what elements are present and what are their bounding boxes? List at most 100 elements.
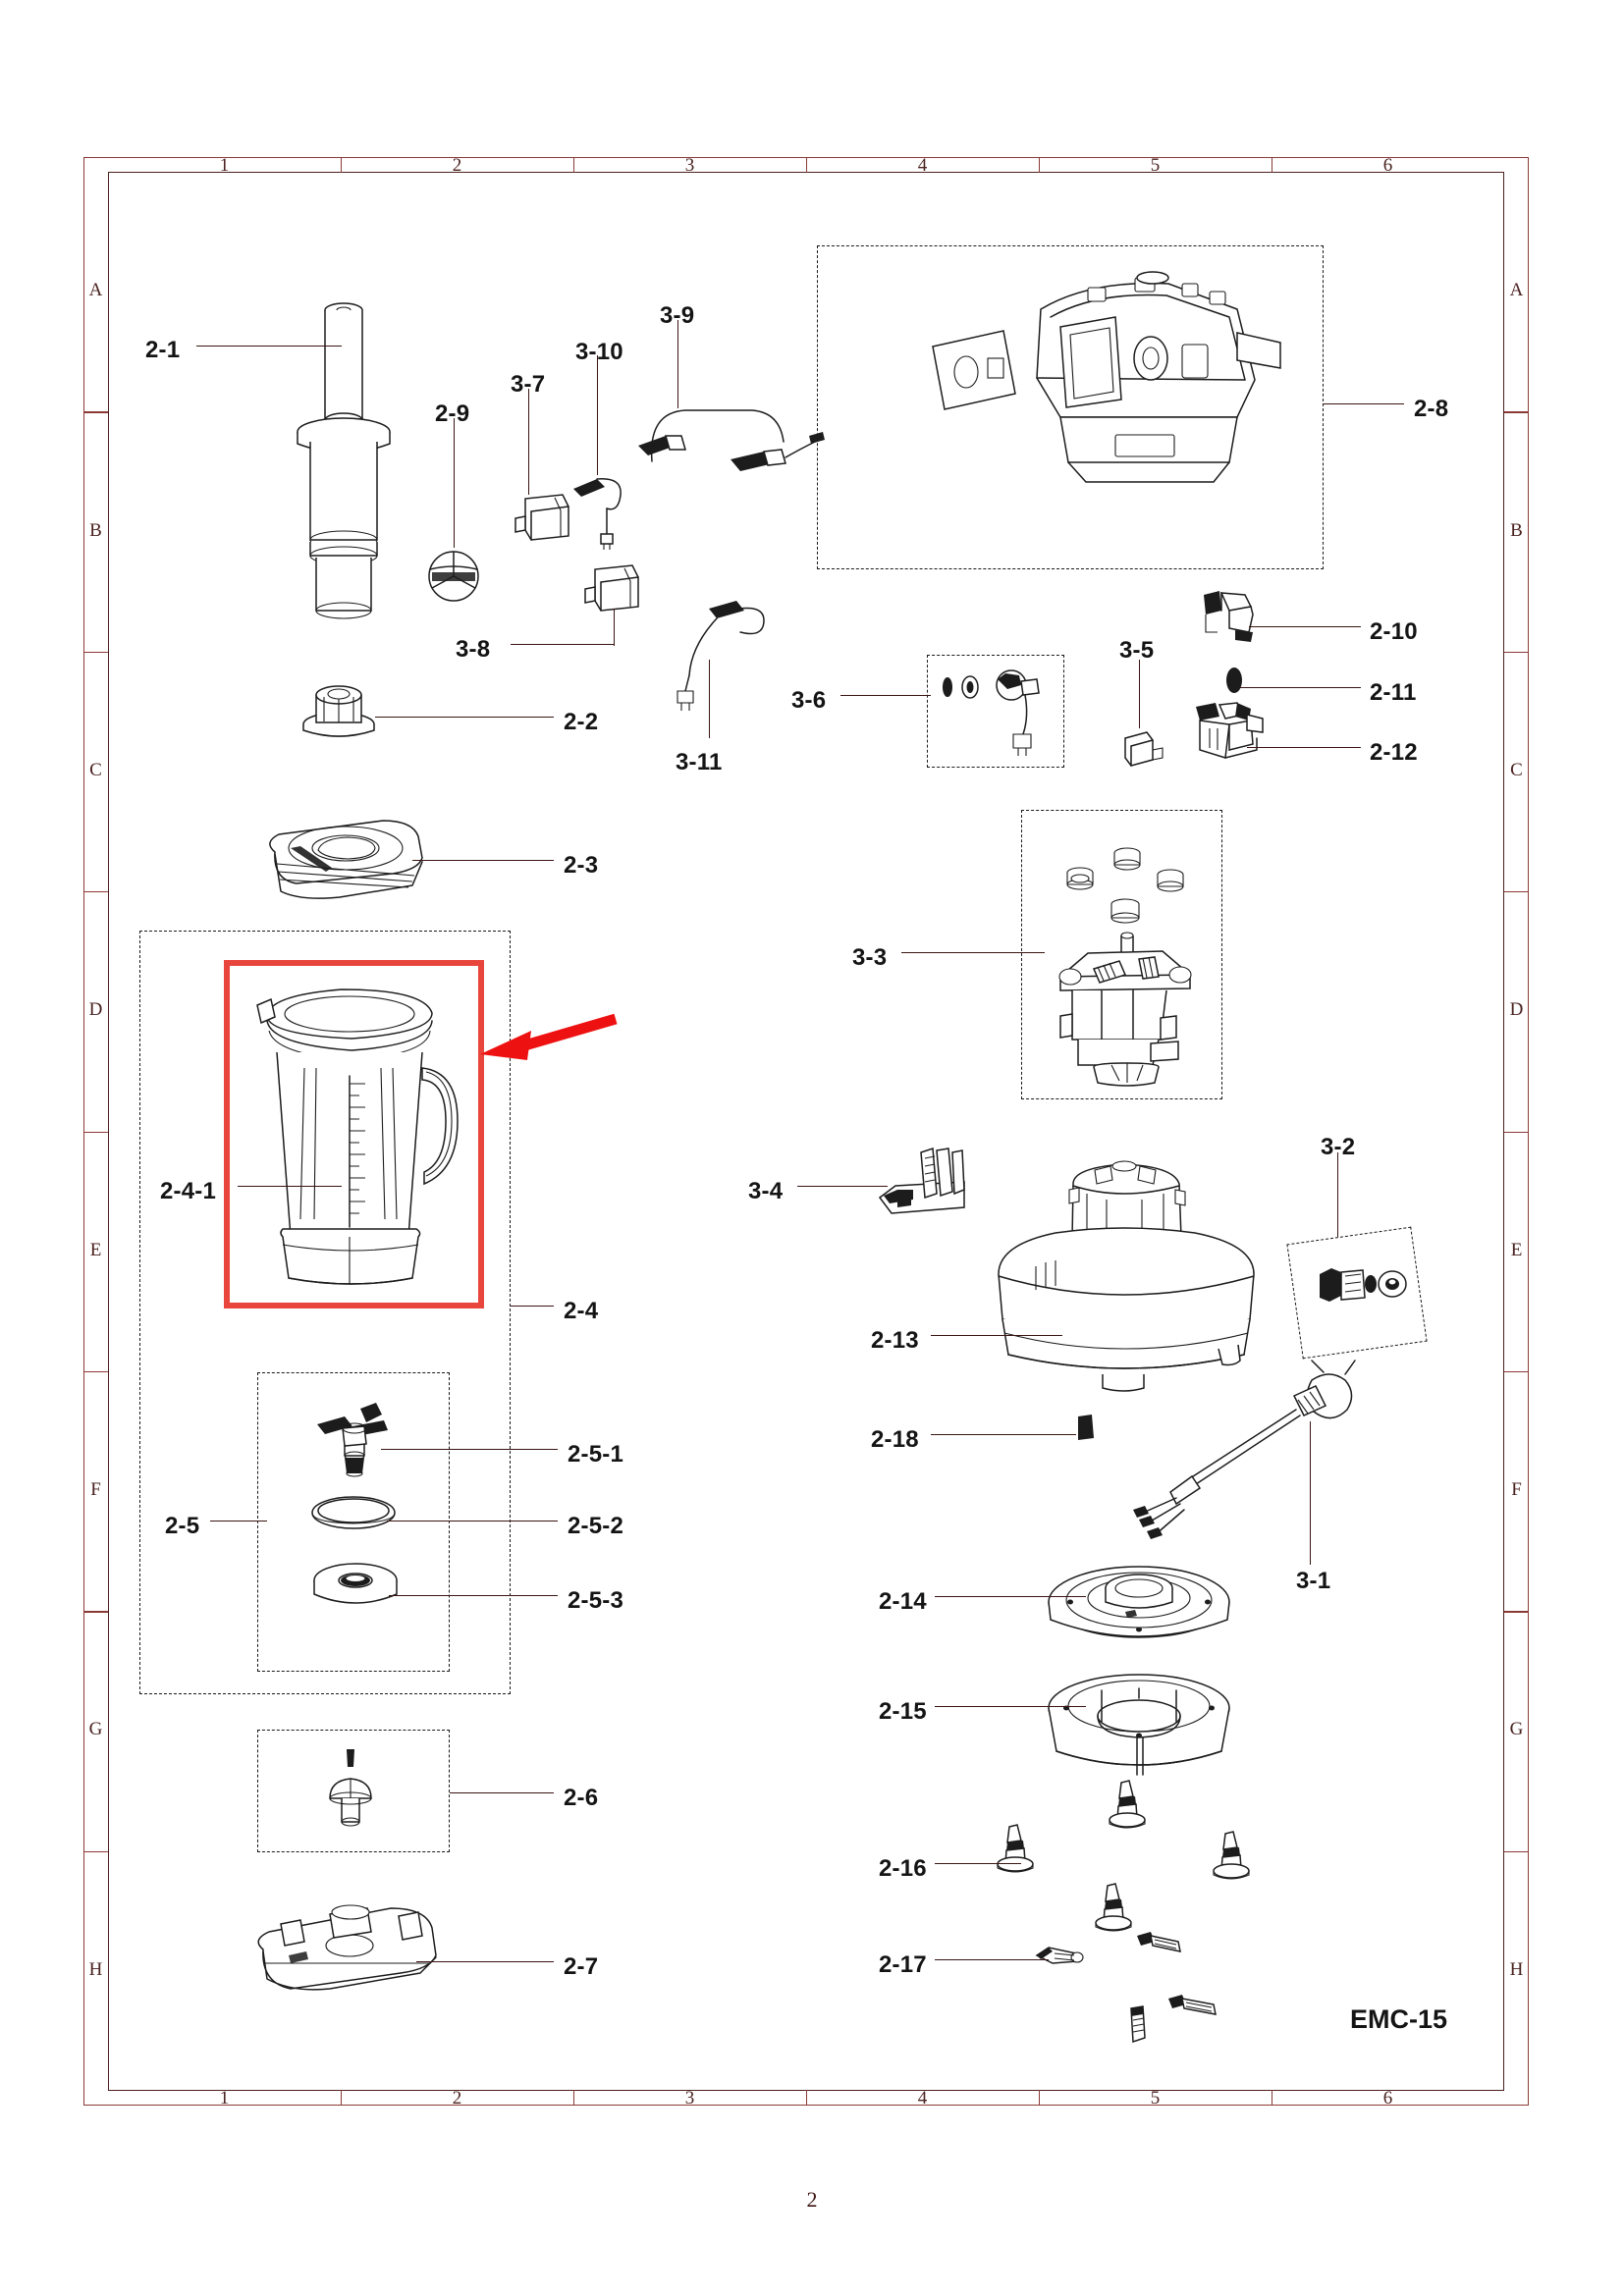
- leader-2-5: [210, 1521, 267, 1522]
- part-callout-2-6: 2-6: [564, 1785, 599, 1811]
- part-graphic-2-5-3: [306, 1559, 405, 1618]
- part-callout-3-8: 3-8: [456, 636, 491, 663]
- row-label-right-G: G: [1509, 1719, 1524, 1740]
- leader-3-11: [709, 660, 711, 738]
- part-callout-3-9: 3-9: [660, 302, 695, 329]
- part-callout-3-7: 3-7: [511, 371, 546, 398]
- part-callout-2-18: 2-18: [871, 1426, 919, 1453]
- row-separator: [83, 651, 108, 654]
- leader-2-14: [935, 1596, 1086, 1598]
- leader-3-10: [597, 355, 599, 475]
- part-graphic-3-3: [1043, 829, 1210, 1087]
- row-label-right-E: E: [1510, 1239, 1523, 1260]
- part-graphic-2-17-a: [1033, 1942, 1088, 1969]
- part-callout-2-10: 2-10: [1370, 618, 1418, 645]
- row-separator: [83, 1611, 108, 1613]
- part-graphic-3-5: [1119, 726, 1168, 774]
- column-separator: [1039, 2090, 1041, 2106]
- part-callout-2-15: 2-15: [879, 1698, 927, 1725]
- part-graphic-2-7: [244, 1895, 450, 2012]
- row-label-right-B: B: [1510, 519, 1523, 541]
- row-label-right-A: A: [1509, 280, 1524, 301]
- part-graphic-2-16-b: [1104, 1777, 1153, 1832]
- group-box-3-6: [927, 655, 1064, 768]
- leader-3-3: [901, 952, 1045, 954]
- leader-2-11: [1239, 687, 1361, 689]
- part-graphic-2-14: [1041, 1559, 1237, 1662]
- group-box-2-6: [257, 1730, 450, 1852]
- part-callout-2-5-2: 2-5-2: [568, 1513, 624, 1539]
- highlight-arrow-icon: [480, 1013, 618, 1060]
- part-callout-3-3: 3-3: [852, 944, 888, 971]
- column-label-bottom-3: 3: [684, 2088, 695, 2109]
- leader-2-1: [196, 346, 342, 347]
- part-graphic-2-15: [1041, 1669, 1237, 1787]
- row-label-left-G: G: [88, 1719, 103, 1740]
- leader-2-5-3: [389, 1595, 558, 1597]
- part-graphic-2-6: [316, 1745, 385, 1840]
- part-graphic-3-9: [636, 391, 825, 518]
- part-graphic-2-13: [977, 1147, 1272, 1392]
- group-box-2-5: [257, 1372, 450, 1672]
- row-label-left-D: D: [88, 999, 103, 1021]
- part-callout-2-3: 2-3: [564, 852, 599, 879]
- part-graphic-2-5-2: [304, 1490, 403, 1537]
- part-graphic-3-8: [581, 561, 644, 622]
- part-callout-2-2: 2-2: [564, 709, 599, 735]
- part-callout-3-11: 3-11: [676, 749, 723, 775]
- group-box-3-3: [1021, 810, 1222, 1099]
- group-box-2-8: [817, 245, 1324, 569]
- column-label-bottom-1: 1: [219, 2088, 230, 2109]
- part-graphic-3-1: [1119, 1355, 1365, 1551]
- page-number: 2: [806, 2187, 818, 2212]
- row-label-left-E: E: [89, 1239, 102, 1260]
- part-callout-2-4: 2-4: [564, 1298, 599, 1324]
- column-separator: [341, 2090, 343, 2106]
- column-label-top-1: 1: [219, 155, 230, 176]
- row-separator: [1504, 891, 1529, 893]
- row-separator: [1504, 1131, 1529, 1133]
- part-graphic-2-12: [1186, 699, 1274, 774]
- part-graphic-3-11: [672, 589, 780, 717]
- part-callout-2-5-1: 2-5-1: [568, 1441, 624, 1468]
- part-callout-3-4: 3-4: [748, 1178, 784, 1204]
- part-graphic-2-16-d: [1090, 1880, 1139, 1935]
- row-separator: [83, 1370, 108, 1373]
- row-label-left-C: C: [89, 759, 102, 780]
- column-separator: [806, 157, 808, 173]
- part-graphic-2-17-d: [1166, 1991, 1223, 2020]
- highlight-box-2-4-1: [224, 960, 484, 1308]
- leader-3-4: [797, 1186, 888, 1188]
- leader-3-8-h: [511, 644, 615, 646]
- leader-2-13: [931, 1335, 1062, 1337]
- part-graphic-2-16-a: [992, 1821, 1041, 1876]
- column-separator: [806, 2090, 808, 2106]
- part-callout-2-14: 2-14: [879, 1588, 927, 1615]
- leader-2-17: [935, 1959, 1049, 1961]
- part-graphic-2-16-c: [1208, 1828, 1257, 1883]
- leader-2-3: [412, 860, 554, 862]
- row-label-left-A: A: [88, 280, 103, 301]
- part-callout-2-11: 2-11: [1370, 679, 1417, 706]
- leader-3-8-v: [614, 609, 616, 646]
- leader-3-1: [1310, 1421, 1312, 1565]
- part-callout-3-1: 3-1: [1296, 1568, 1331, 1594]
- group-box-2-4: [139, 931, 511, 1694]
- leader-2-12: [1247, 747, 1361, 749]
- row-separator: [1504, 1611, 1529, 1613]
- row-label-right-C: C: [1510, 759, 1523, 780]
- sheet-code: EMC-15: [1349, 2004, 1447, 2034]
- part-callout-2-4-1: 2-4-1: [160, 1178, 217, 1204]
- part-callout-2-16: 2-16: [879, 1855, 927, 1882]
- leader-2-5-1: [381, 1449, 558, 1451]
- leader-2-5-2: [387, 1521, 558, 1522]
- row-separator: [1504, 411, 1529, 413]
- row-label-right-D: D: [1509, 999, 1524, 1021]
- part-callout-2-9: 2-9: [435, 400, 470, 427]
- leader-3-9: [677, 320, 679, 408]
- column-label-bottom-6: 6: [1382, 2088, 1393, 2109]
- column-label-top-3: 3: [684, 155, 695, 176]
- part-graphic-3-4: [874, 1147, 972, 1223]
- part-callout-2-7: 2-7: [564, 1953, 599, 1980]
- part-graphic-3-10: [571, 461, 650, 552]
